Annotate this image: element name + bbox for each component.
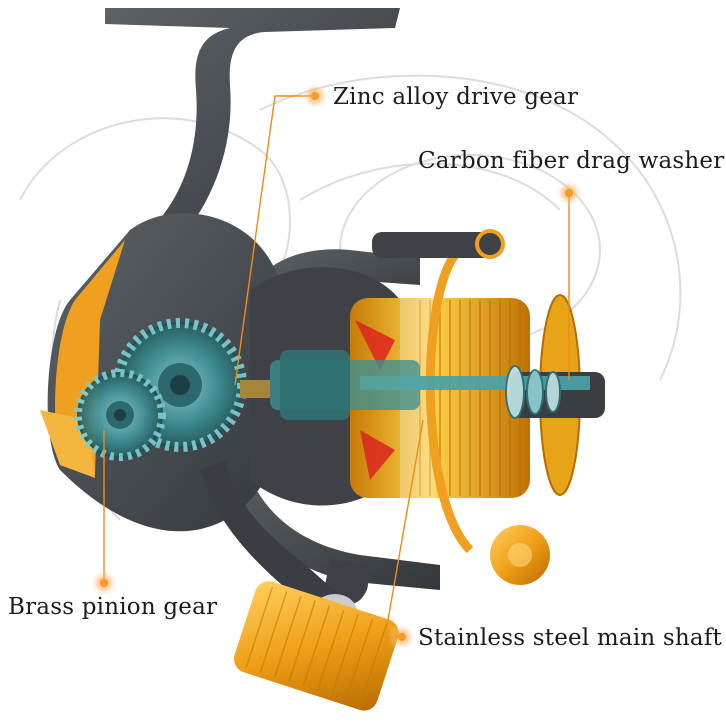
handle (200, 460, 399, 711)
callout-dots (90, 82, 583, 651)
bail-arm (225, 249, 440, 590)
callout-label-drive-gear: Zinc alloy drive gear (333, 84, 579, 110)
gear-cutaway (74, 318, 590, 461)
callout-label-drag-washer: Carbon fiber drag washer (418, 148, 725, 174)
callout-label-pinion-gear: Brass pinion gear (8, 594, 218, 620)
reel-foot (105, 8, 400, 250)
callout-label-main-shaft: Stainless steel main shaft (418, 625, 722, 651)
